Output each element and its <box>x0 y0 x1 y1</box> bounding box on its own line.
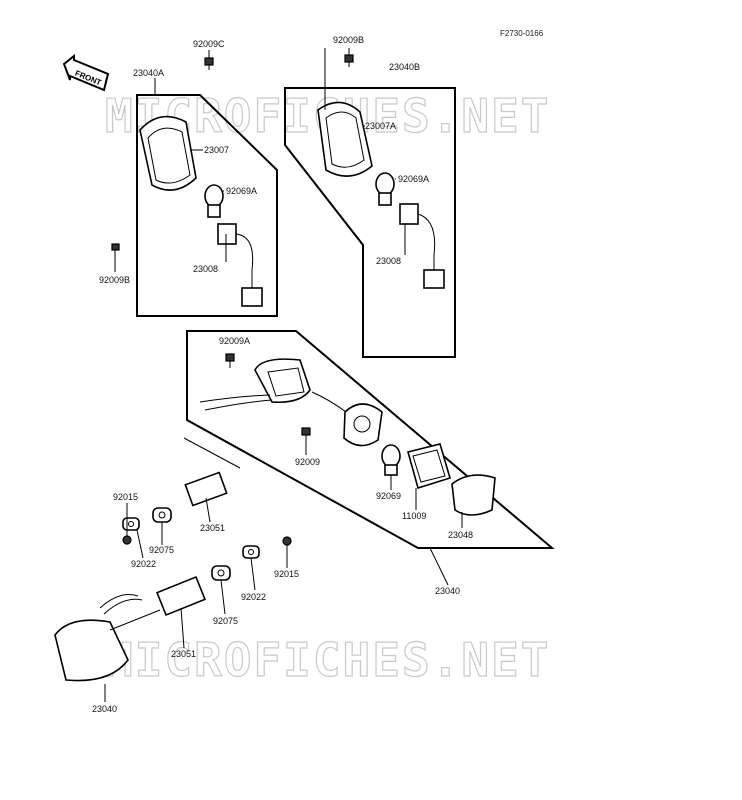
washer-92075-lower <box>211 565 231 581</box>
label-92069a-right: 92069A <box>398 174 429 184</box>
nut-92015-upper <box>122 535 132 545</box>
socket-23008-left <box>217 223 263 307</box>
screw-92009a <box>225 353 235 368</box>
label-92069: 92069 <box>376 491 401 501</box>
lens-23007 <box>139 115 197 191</box>
bulb-92069a-left <box>204 184 224 218</box>
label-92009b-right: 92009B <box>333 35 364 45</box>
label-92015-upper: 92015 <box>113 492 138 502</box>
label-92009a: 92009A <box>219 336 250 346</box>
screw-92009b-right <box>344 54 354 67</box>
label-92069a-left: 92069A <box>226 186 257 196</box>
gasket-11009 <box>407 443 451 490</box>
label-92009: 92009 <box>295 457 320 467</box>
figure-code: F2730-0166 <box>500 29 544 38</box>
label-92015-lower: 92015 <box>274 569 299 579</box>
screw-92009b-left <box>111 243 120 256</box>
washer-92022-lower <box>242 545 260 559</box>
front-arrow-icon: FRONT <box>62 53 110 92</box>
label-92009c: 92009C <box>193 39 225 49</box>
label-23040a: 23040A <box>133 68 164 78</box>
socket-housing <box>311 391 383 447</box>
label-23040-bottom: 23040 <box>92 704 117 714</box>
label-23040-main: 23040 <box>435 586 460 596</box>
rubber-23051-lower <box>155 575 207 617</box>
label-23008-left: 23008 <box>193 264 218 274</box>
assembly-box-23040 <box>186 330 555 549</box>
label-23007a: 23007A <box>365 121 396 131</box>
label-92075-upper: 92075 <box>149 545 174 555</box>
label-23040b: 23040B <box>389 62 420 72</box>
lens-23007a <box>317 101 373 177</box>
label-23008-right: 23008 <box>376 256 401 266</box>
screw-92009 <box>301 427 311 442</box>
label-92075-lower: 92075 <box>213 616 238 626</box>
label-23007: 23007 <box>204 145 229 155</box>
label-92022-lower: 92022 <box>241 592 266 602</box>
watermark-bottom: MICROFICHES.NET <box>105 633 550 687</box>
rubber-23051-upper <box>184 471 228 507</box>
label-92022-upper: 92022 <box>131 559 156 569</box>
label-23051-lower: 23051 <box>171 649 196 659</box>
bulb-92069a-right <box>375 172 395 206</box>
signal-23040-bottom <box>54 594 161 682</box>
housing-23040 <box>199 358 311 411</box>
screw-92009c <box>204 57 214 70</box>
separator-line <box>183 437 241 469</box>
label-92009b-left: 92009B <box>99 275 130 285</box>
bulb-92069 <box>381 444 401 476</box>
label-23048: 23048 <box>448 530 473 540</box>
label-23051-upper: 23051 <box>200 523 225 533</box>
socket-23008-right <box>399 203 445 289</box>
assembly-box-23040b <box>284 87 456 358</box>
lens-23048 <box>451 474 496 516</box>
washer-92022-upper <box>122 517 140 531</box>
assembly-box-23040a <box>136 94 278 317</box>
nut-92015-lower <box>282 536 292 546</box>
washer-92075-upper <box>152 507 172 523</box>
label-11009: 11009 <box>402 511 426 521</box>
leader-lines <box>104 48 463 702</box>
